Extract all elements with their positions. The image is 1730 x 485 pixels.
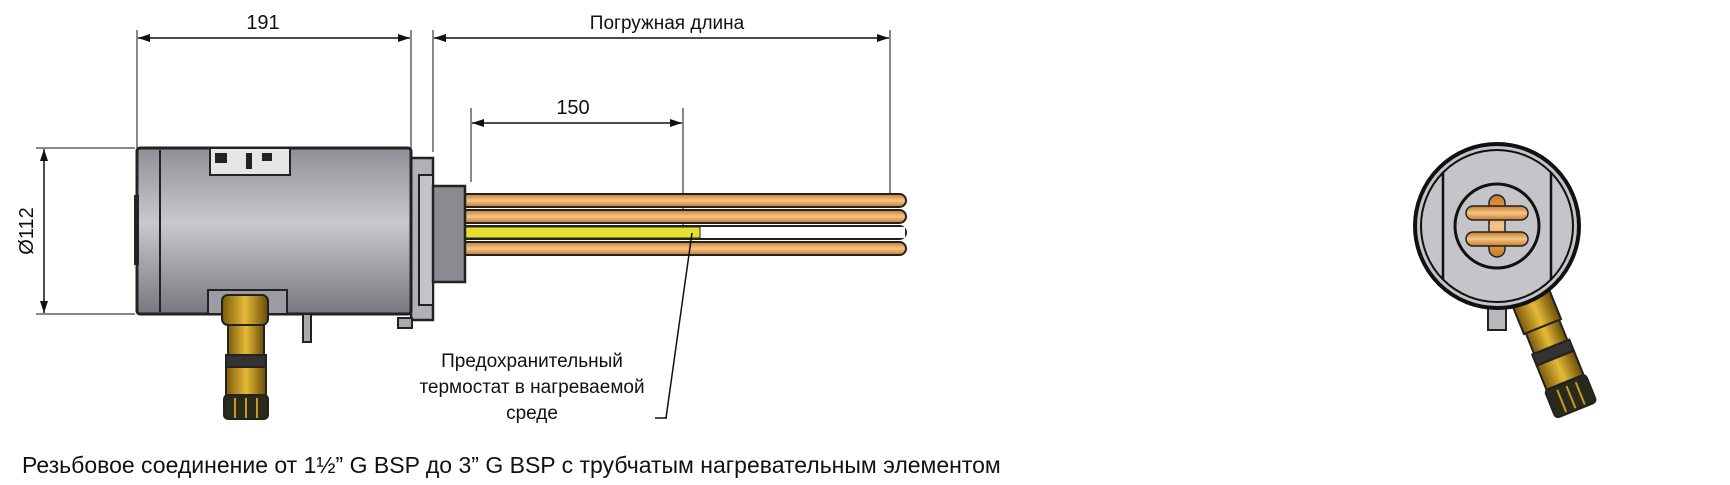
- dimension-diameter: Ø112: [16, 147, 135, 315]
- thermostat-callout: Предохранительный термостат в нагреваемо…: [419, 351, 644, 424]
- callout-line-3: среде: [506, 403, 558, 424]
- callout-line-1: Предохранительный: [441, 351, 623, 372]
- callout-line-2: термостат в нагреваемой: [419, 377, 644, 398]
- heater-head: [134, 146, 467, 343]
- dimension-thermostat-length: 150: [470, 97, 684, 228]
- thread-nut: [431, 184, 467, 284]
- callout-leader: [665, 232, 693, 419]
- thermostat-length-label: 150: [556, 97, 589, 119]
- thermostat-sensor: [459, 226, 701, 239]
- diameter-label: Ø112: [16, 207, 38, 254]
- dimension-immersion-length: Погружная длина: [432, 13, 891, 205]
- dimension-head-length: 191: [136, 12, 412, 148]
- cable-gland: [221, 294, 269, 420]
- caption: Резьбовое соединение от 1½” G BSP до 3” …: [22, 452, 1001, 478]
- head-length-label: 191: [246, 12, 279, 34]
- end-view: [1413, 142, 1597, 419]
- immersion-length-label: Погружная длина: [590, 13, 745, 34]
